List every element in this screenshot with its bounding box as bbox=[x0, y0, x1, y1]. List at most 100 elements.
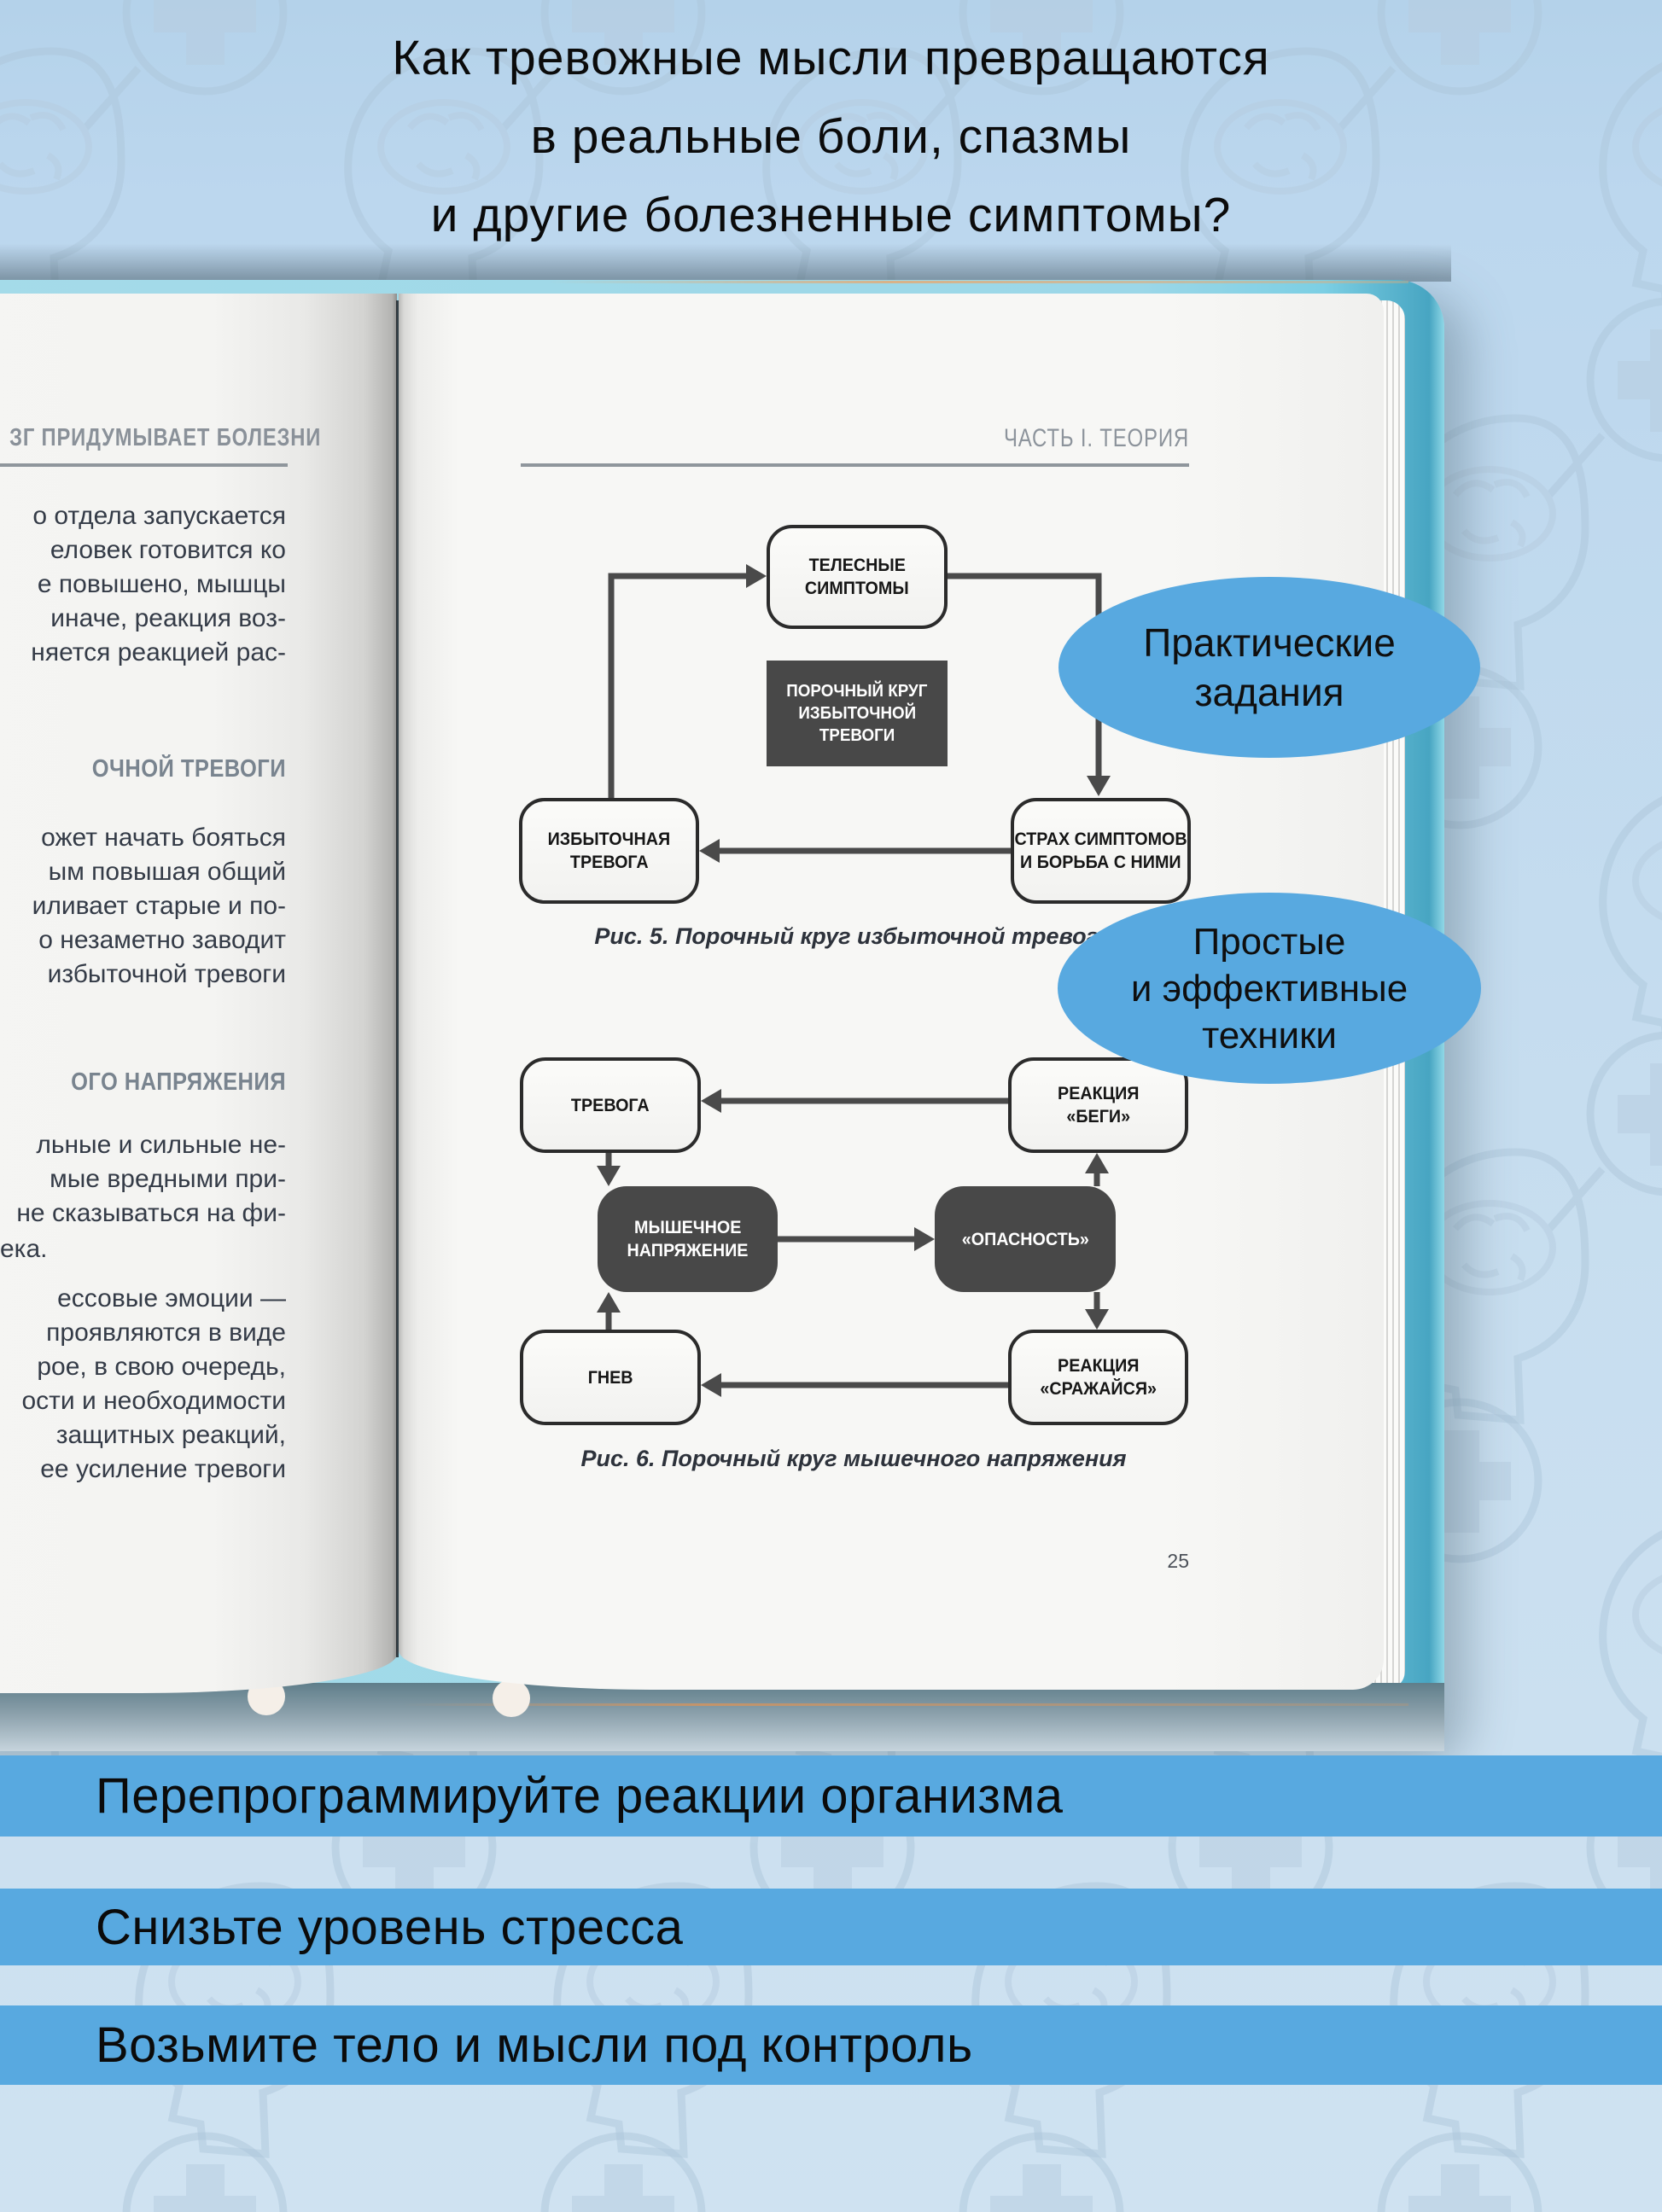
text-line: ым повышая общий bbox=[48, 858, 286, 886]
figure-5-caption: Рис. 5. Порочный круг избыточной тревоги bbox=[594, 923, 1113, 949]
box-label-line: ТРЕВОГИ bbox=[819, 726, 895, 745]
head-brain-icon bbox=[1599, 1530, 1662, 1770]
text-line: ости и необходимости bbox=[21, 1387, 287, 1415]
flowchart-box-anger: ГНЕВ bbox=[520, 1330, 701, 1425]
right-page-header: ЧАСТЬ I. ТЕОРИЯ bbox=[1003, 424, 1189, 452]
callout-line: Простые bbox=[1193, 920, 1346, 963]
text-line: льные и сильные не- bbox=[36, 1131, 286, 1159]
text-line: не сказываться на фи- bbox=[16, 1199, 286, 1227]
medical-cross-icon bbox=[540, 2132, 706, 2212]
banner-take-control: Возьмите тело и мысли под контроль bbox=[0, 2005, 1662, 2085]
box-label-line: РЕАКЦИЯ bbox=[1057, 1356, 1140, 1376]
box-label-line: «ОПАСНОСТЬ» bbox=[961, 1229, 1089, 1249]
box-label-line: И БОРЬБА С НИМИ bbox=[1020, 853, 1181, 872]
left-page-paragraph-1: о отдела запускается еловек готовится ко… bbox=[0, 499, 286, 670]
callout-line: задания bbox=[1194, 670, 1344, 714]
text-line: ека. bbox=[0, 1235, 48, 1263]
figure-6-caption: Рис. 6. Порочный круг мышечного напряжен… bbox=[580, 1446, 1127, 1471]
book-bottom-edge bbox=[0, 1683, 1444, 1751]
box-label-line: ИЗБЫТОЧНОЙ bbox=[798, 704, 916, 723]
title-line: в реальные боли, спазмы bbox=[530, 109, 1132, 164]
left-page-subheading-2: ОГО НАПРЯЖЕНИЯ bbox=[71, 1068, 287, 1096]
medical-cross-icon bbox=[1546, 297, 1662, 498]
medical-cross-icon bbox=[959, 2132, 1124, 2212]
head-brain-icon bbox=[1599, 796, 1662, 1036]
callout-line: техники bbox=[1202, 1014, 1337, 1057]
banner-label: Возьмите тело и мысли под контроль bbox=[96, 2017, 973, 2073]
book-spine bbox=[396, 300, 399, 1657]
text-line: о незаметно заводит bbox=[38, 926, 286, 954]
text-line: ожет начать бояться bbox=[41, 824, 286, 852]
medical-cross-icon bbox=[82, 0, 288, 131]
medical-cross-icon bbox=[1337, 0, 1542, 131]
header-rule bbox=[521, 463, 1189, 467]
box-label-line: РЕАКЦИЯ bbox=[1057, 1084, 1140, 1103]
book-left-page bbox=[0, 294, 397, 1693]
text-line: мые вредными при- bbox=[50, 1165, 286, 1193]
box-label-line: СТРАХ СИМПТОМОВ bbox=[1014, 830, 1187, 849]
flowchart-arrows bbox=[597, 1089, 1109, 1397]
flowchart-box-flee-reaction: РЕАКЦИЯ «БЕГИ» bbox=[1008, 1057, 1188, 1153]
figure-6-flowchart: ТРЕВОГА РЕАКЦИЯ «БЕГИ» МЫШЕЧНОЕ НАПРЯЖЕН… bbox=[478, 1041, 1229, 1442]
medical-cross-icon bbox=[122, 2132, 288, 2212]
left-page-header: ЗГ ПРИДУМЫВАЕТ БОЛЕЗНИ bbox=[9, 424, 322, 451]
flowchart-box-vicious-circle: ПОРОЧНЫЙ КРУГ ИЗБЫТОЧНОЙ ТРЕВОГИ bbox=[767, 661, 948, 766]
text-line: защитных реакций, bbox=[55, 1421, 286, 1449]
banner-label: Перепрограммируйте реакции организма bbox=[96, 1768, 1064, 1824]
medical-cross-icon bbox=[1377, 2132, 1542, 2212]
text-line: иливает старые и по- bbox=[32, 892, 286, 920]
left-page-paragraph-4: ессовые эмоции — проявляются в виде рое,… bbox=[0, 1282, 287, 1487]
box-label-line: ИЗБЫТОЧНАЯ bbox=[547, 830, 671, 849]
head-brain-icon bbox=[0, 47, 125, 323]
left-page-paragraph-2: ожет начать бояться ым повышая общий или… bbox=[0, 821, 286, 992]
text-line: ее усиление тревоги bbox=[40, 1455, 286, 1483]
text-line: рое, в свою очередь, bbox=[37, 1353, 286, 1381]
title-line: Как тревожные мысли превращаются bbox=[392, 31, 1270, 85]
text-line: иначе, реакция воз- bbox=[50, 604, 286, 632]
book-bottom-edge-line bbox=[401, 1703, 1408, 1706]
left-page-subheading-1: ОЧНОЙ ТРЕВОГИ bbox=[91, 755, 286, 783]
flowchart-box-fear-of-symptoms: СТРАХ СИМПТОМОВ И БОРЬБА С НИМИ bbox=[1011, 798, 1191, 904]
header-rule bbox=[0, 463, 288, 467]
head-brain-icon bbox=[1599, 62, 1662, 302]
banner-label: Снизьте уровень стресса bbox=[96, 1899, 684, 1955]
head-brain-icon bbox=[1181, 47, 1380, 323]
box-label-line: «СРАЖАЙСЯ» bbox=[1040, 1379, 1157, 1399]
box-label-line: МЫШЕЧНОЕ bbox=[633, 1218, 742, 1237]
flowchart-box-muscle-tension: МЫШЕЧНОЕ НАПРЯЖЕНИЕ bbox=[598, 1186, 778, 1292]
figure-5-flowchart: ТЕЛЕСНЫЕ СИМПТОМЫ ПОРОЧНЫЙ КРУГ ИЗБЫТОЧН… bbox=[512, 512, 1195, 956]
callout-simple-techniques: Простые и эффективные техники bbox=[1058, 893, 1481, 1084]
banner-reduce-stress: Снизьте уровень стресса bbox=[0, 1889, 1662, 1965]
box-label-line: «БЕГИ» bbox=[1066, 1107, 1130, 1126]
text-line: е повышено, мышцы bbox=[37, 570, 286, 598]
box-label-line: НАПРЯЖЕНИЕ bbox=[627, 1241, 749, 1260]
medical-cross-icon bbox=[1546, 1031, 1662, 1231]
box-label-line: ПОРОЧНЫЙ КРУГ bbox=[786, 682, 928, 701]
page-curl bbox=[493, 1679, 530, 1717]
box-label-line: ТРЕВОГА bbox=[569, 853, 649, 872]
book-shadow bbox=[0, 244, 1451, 282]
callout-practical-tasks: Практические задания bbox=[1058, 577, 1480, 758]
page-number: 25 bbox=[1167, 1550, 1189, 1572]
box-label-line: СИМПТОМЫ bbox=[805, 579, 909, 598]
banner-reprogram: Перепрограммируйте реакции организма bbox=[0, 1755, 1662, 1837]
flowchart-box-anxiety: ТРЕВОГА bbox=[520, 1057, 701, 1153]
book-cover-edge bbox=[546, 281, 1408, 283]
box-label-line: ГНЕВ bbox=[587, 1367, 633, 1388]
flowchart-box-excess-anxiety: ИЗБЫТОЧНАЯ ТРЕВОГА bbox=[519, 798, 699, 904]
flowchart-box-fight-reaction: РЕАКЦИЯ «СРАЖАЙСЯ» bbox=[1008, 1330, 1188, 1425]
callout-line: Практические bbox=[1143, 620, 1396, 665]
text-line: проявляются в виде bbox=[46, 1318, 286, 1347]
box-label-line: ТРЕВОГА bbox=[571, 1095, 650, 1115]
text-line: ессовые эмоции — bbox=[57, 1284, 286, 1313]
text-line: избыточной тревоги bbox=[47, 960, 286, 988]
flowchart-box-danger: «ОПАСНОСТЬ» bbox=[935, 1186, 1116, 1292]
page-title: Как тревожные мысли превращаются в реаль… bbox=[0, 19, 1662, 254]
flowchart-box-bodily-symptoms: ТЕЛЕСНЫЕ СИМПТОМЫ bbox=[767, 525, 948, 629]
medical-cross-icon bbox=[918, 0, 1124, 131]
text-line: еловек готовится ко bbox=[50, 536, 286, 564]
box-label-line: ТЕЛЕСНЫЕ bbox=[808, 556, 906, 575]
text-line: о отдела запускается bbox=[32, 502, 286, 530]
title-line: и другие болезненные симптомы? bbox=[430, 188, 1232, 242]
